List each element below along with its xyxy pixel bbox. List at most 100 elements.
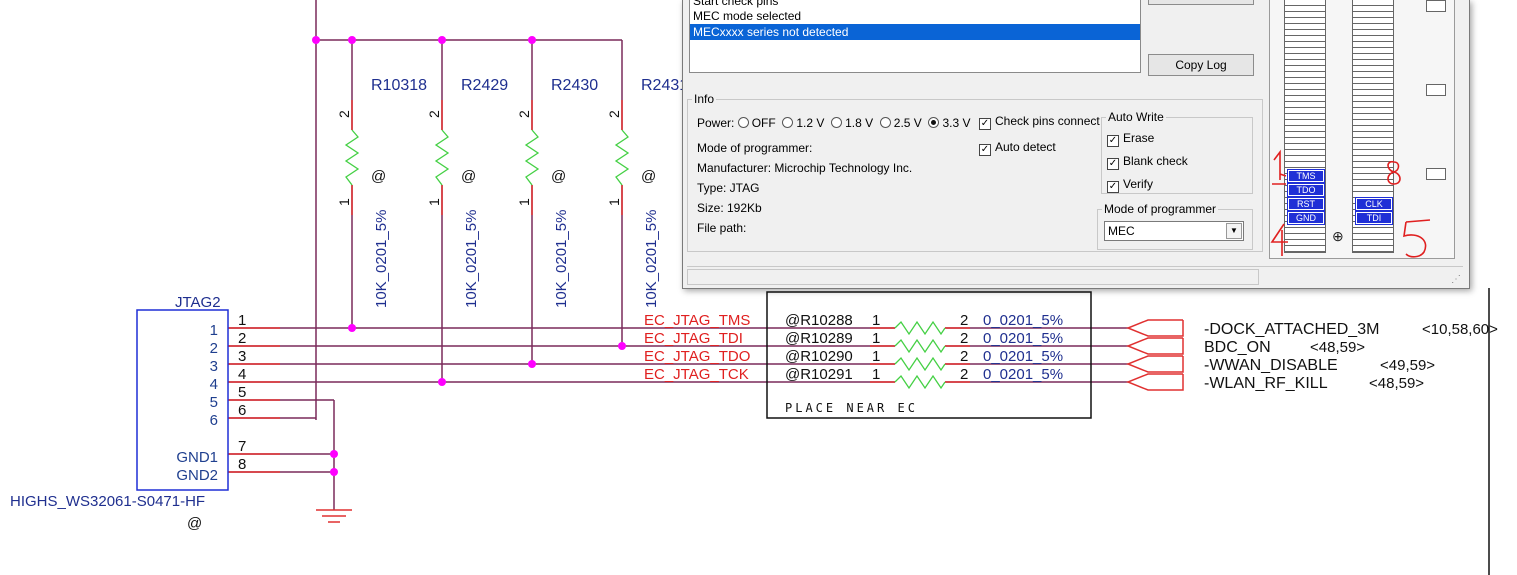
- resistor-pin-top: 2: [426, 110, 442, 118]
- blank-check-checkbox[interactable]: ✓Blank check: [1107, 154, 1188, 170]
- junctions: [312, 36, 626, 476]
- resistor-value: 10K_0201_5%: [553, 210, 570, 308]
- log-line-selected[interactable]: MECxxxx series not detected: [690, 24, 1140, 40]
- mode-select[interactable]: MEC ▼: [1104, 221, 1244, 241]
- resistor-pin-bottom: 1: [606, 198, 622, 206]
- series-ref: @R10288: [785, 312, 853, 329]
- resistor-ref-r2430: R2430: [551, 77, 598, 94]
- status-pane: [687, 269, 1259, 285]
- resistor-ref-r2431: R2431: [641, 77, 688, 94]
- series-pin2: 2: [960, 348, 968, 365]
- net-label-tms: EC_JTAG_TMS: [644, 312, 750, 329]
- chevron-down-icon[interactable]: ▼: [1226, 223, 1242, 239]
- wires: [228, 0, 1128, 510]
- offpage-connector-icons: [1125, 319, 1184, 391]
- resistor-pin-bottom: 1: [516, 198, 532, 206]
- manufacturer-text: Manufacturer: Microchip Technology Inc.: [697, 161, 913, 175]
- connector-part: HIGHS_WS32061-S0471-HF: [10, 493, 205, 510]
- checkbox-checked-icon[interactable]: ✓: [979, 144, 991, 156]
- size-text: Size: 192Kb: [697, 201, 762, 215]
- socket-left-column: [1284, 0, 1326, 253]
- checkbox-checked-icon[interactable]: ✓: [1107, 158, 1119, 170]
- pin-num-2: 2: [238, 330, 246, 347]
- power-option-1v8[interactable]: 1.8 V: [831, 116, 873, 130]
- socket-marker: [1426, 168, 1446, 180]
- socket-marker: [1426, 0, 1446, 12]
- auto-write-group: Auto Write: [1101, 110, 1253, 194]
- pin-tdi: TDI: [1355, 211, 1393, 225]
- resistor-ref-r10318: R10318: [371, 77, 427, 94]
- offpage-ref: <48,59>: [1369, 375, 1424, 392]
- connector-at: @: [187, 515, 202, 532]
- pin-num-3: 3: [238, 348, 246, 365]
- mode-of-programmer-label: Mode of programmer:: [697, 141, 813, 155]
- series-ref: @R10290: [785, 348, 853, 365]
- move-icon[interactable]: ⊕: [1332, 228, 1344, 244]
- resistor-value: 10K_0201_5%: [373, 210, 390, 308]
- mode-group-legend: Mode of programmer: [1104, 202, 1217, 216]
- resistor-ref-r2429: R2429: [461, 77, 508, 94]
- radio-icon[interactable]: [782, 117, 794, 128]
- pin-label-2: 2: [210, 340, 218, 357]
- checkbox-checked-icon[interactable]: ✓: [1107, 135, 1119, 147]
- checkbox-checked-icon[interactable]: ✓: [1107, 181, 1119, 193]
- power-option-1v2[interactable]: 1.2 V: [782, 116, 824, 130]
- top-button[interactable]: [1148, 0, 1254, 5]
- log-line[interactable]: Start check pins: [693, 0, 779, 8]
- resistor-pin-top: 2: [606, 110, 622, 118]
- copy-log-button[interactable]: Copy Log: [1148, 54, 1254, 76]
- offpage-name: -DOCK_ATTACHED_3M: [1204, 321, 1379, 338]
- power-option-2v5[interactable]: 2.5 V: [879, 116, 922, 130]
- pin-label-8: GND2: [176, 467, 218, 484]
- log-line[interactable]: MEC mode selected: [693, 9, 802, 23]
- pin-label-5: 5: [210, 394, 218, 411]
- check-pins-checkbox[interactable]: ✓Check pins connect: [979, 114, 1100, 130]
- offpage-ref: <48,59>: [1310, 339, 1365, 356]
- pin-label-6: 6: [210, 412, 218, 429]
- pin-num-7: 7: [238, 438, 246, 455]
- radio-selected-icon[interactable]: [928, 117, 940, 128]
- socket-right-column: [1352, 0, 1394, 253]
- resistor-at: @: [371, 168, 386, 185]
- pin-tdo: TDO: [1287, 183, 1325, 197]
- pin-stubs: [228, 100, 970, 473]
- pin-tms: TMS: [1287, 169, 1325, 183]
- log-list[interactable]: Start check pins MEC mode selected MECxx…: [689, 0, 1141, 73]
- mode-select-value: MEC: [1108, 224, 1135, 238]
- checkbox-checked-icon[interactable]: ✓: [979, 118, 991, 130]
- radio-icon[interactable]: [831, 117, 843, 128]
- radio-icon[interactable]: [737, 117, 749, 128]
- place-near-ec-box: [766, 291, 1092, 419]
- resistor-at: @: [641, 168, 656, 185]
- series-pin1: 1: [872, 312, 880, 329]
- resistor-pin-top: 2: [336, 110, 352, 118]
- auto-write-legend: Auto Write: [1108, 110, 1164, 124]
- resize-grip-icon[interactable]: ⋰: [1451, 274, 1461, 285]
- socket-marker: [1426, 84, 1446, 96]
- pin-label-4: 4: [210, 376, 218, 393]
- jtag-connector-body: [136, 309, 229, 491]
- series-pin1: 1: [872, 330, 880, 347]
- pin-label-3: 3: [210, 358, 218, 375]
- socket-diagram: TMS TDO RST GND CLK TDI ⊕: [1269, 0, 1455, 259]
- radio-icon[interactable]: [879, 117, 891, 128]
- series-value: 0_0201_5%: [983, 366, 1063, 383]
- pin-rst: RST: [1287, 197, 1325, 211]
- resistor-pin-bottom: 1: [336, 198, 352, 206]
- resistor-value: 10K_0201_5%: [643, 210, 660, 308]
- power-option-3v3[interactable]: 3.3 V: [928, 116, 971, 130]
- ground-icon: [316, 509, 352, 523]
- resistor-pin-top: 2: [516, 110, 532, 118]
- net-label-tck: EC_JTAG_TCK: [644, 366, 749, 383]
- auto-detect-checkbox[interactable]: ✓Auto detect: [979, 140, 1056, 156]
- erase-checkbox[interactable]: ✓Erase: [1107, 131, 1155, 147]
- verify-checkbox[interactable]: ✓Verify: [1107, 177, 1154, 193]
- offpage-name: -WWAN_DISABLE: [1204, 357, 1338, 374]
- power-option-off[interactable]: OFF: [737, 116, 776, 130]
- offpage-name: -WLAN_RF_KILL: [1204, 375, 1328, 392]
- offpage-ref: <49,59>: [1380, 357, 1435, 374]
- series-ref: @R10289: [785, 330, 853, 347]
- series-value: 0_0201_5%: [983, 330, 1063, 347]
- resistor-at: @: [551, 168, 566, 185]
